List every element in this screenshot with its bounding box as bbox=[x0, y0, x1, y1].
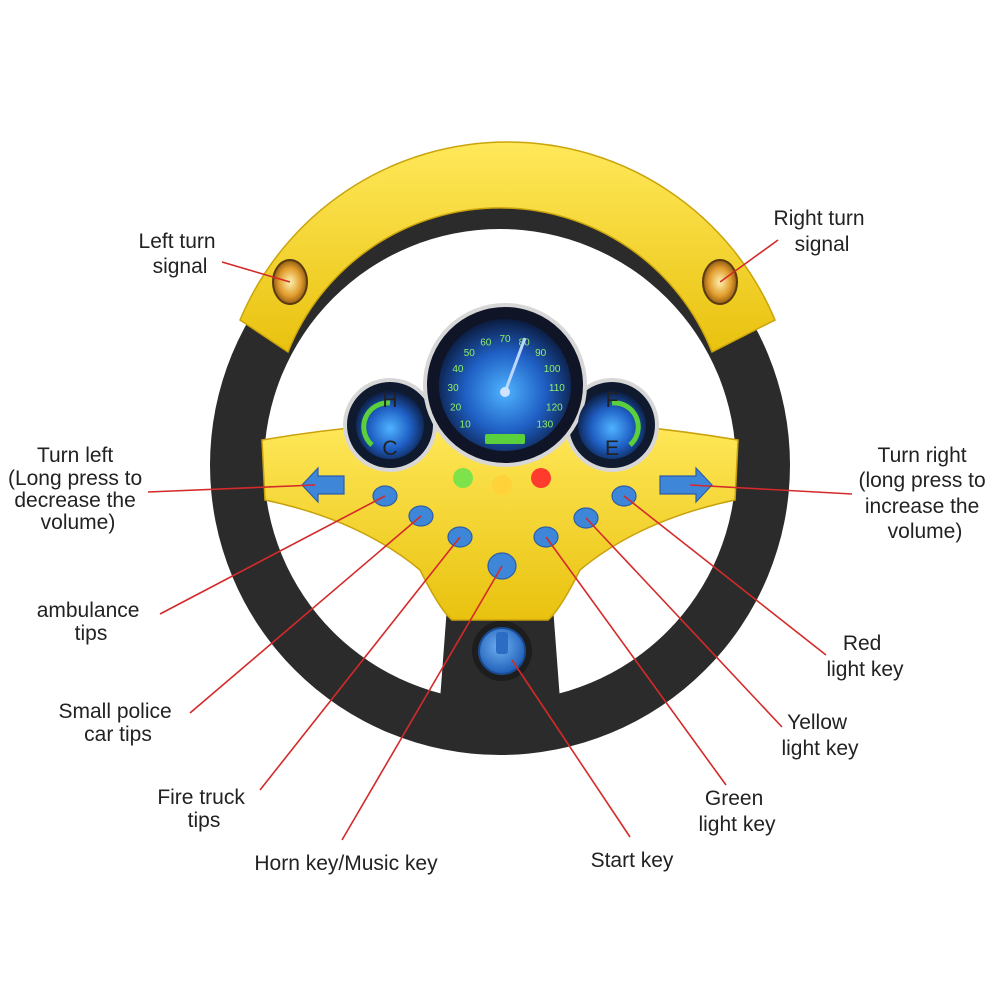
label-green-light: Green light key bbox=[698, 787, 776, 836]
callout-labels: Left turn signal Right turn signal Turn … bbox=[8, 207, 991, 875]
label-left-turn-signal: Left turn signal bbox=[139, 230, 222, 278]
speed-tick-label: 130 bbox=[536, 419, 553, 430]
right-dial-top-label: F bbox=[606, 389, 619, 412]
turn-left-button[interactable] bbox=[301, 466, 345, 504]
label-fire-truck: Fire truck tips bbox=[157, 786, 250, 832]
leader-yellow-light bbox=[585, 517, 783, 728]
yellow-led bbox=[492, 475, 512, 495]
label-start: Start key bbox=[591, 849, 674, 872]
leader-horn bbox=[341, 565, 503, 841]
leader-green-light bbox=[545, 536, 727, 786]
leader-turn-left bbox=[147, 484, 316, 493]
label-ambulance: ambulance tips bbox=[37, 599, 146, 645]
speed-tick-label: 10 bbox=[460, 419, 472, 430]
speed-tick-label: 30 bbox=[448, 383, 460, 394]
speed-needle bbox=[503, 337, 527, 393]
leader-left-turn-signal bbox=[221, 261, 291, 283]
right-dial-bottom-label: E bbox=[605, 437, 619, 460]
speed-tick-label: 120 bbox=[546, 402, 563, 413]
speed-tick-label: 40 bbox=[452, 364, 464, 375]
label-yellow-light: Yellow light key bbox=[781, 711, 859, 760]
speed-tick-label: 70 bbox=[499, 334, 511, 345]
left-dial-bottom-label: C bbox=[382, 437, 397, 460]
red-led bbox=[531, 468, 551, 488]
left-dial-top-label: H bbox=[382, 389, 397, 412]
leader-red-light bbox=[623, 495, 827, 656]
leader-fire-truck bbox=[259, 536, 461, 791]
speedometer-face bbox=[439, 319, 571, 451]
speed-tick-label: 50 bbox=[464, 348, 476, 359]
needle-hub bbox=[500, 387, 510, 397]
turn-right-button[interactable] bbox=[659, 466, 713, 504]
right-dial-arc bbox=[611, 400, 641, 447]
speed-display bbox=[485, 434, 525, 444]
leader-turn-right bbox=[689, 484, 853, 495]
label-small-police: Small police car tips bbox=[58, 700, 177, 746]
label-turn-right: Turn right (long press to increase the v… bbox=[858, 444, 991, 543]
label-red-light: Red light key bbox=[826, 632, 904, 681]
leader-police bbox=[189, 515, 422, 714]
speed-tick-label: 110 bbox=[549, 383, 565, 394]
speed-tick-label: 100 bbox=[544, 364, 561, 375]
speed-tick-label: 60 bbox=[480, 338, 492, 349]
leader-start bbox=[511, 659, 631, 838]
left-dial-arc bbox=[361, 400, 391, 447]
label-horn: Horn key/Music key bbox=[254, 852, 438, 875]
leader-ambulance bbox=[159, 495, 386, 615]
speed-tick-label: 20 bbox=[450, 402, 462, 413]
rim-yellow-top bbox=[239, 141, 776, 354]
leader-lines bbox=[147, 239, 853, 841]
label-right-turn-signal: Right turn signal bbox=[774, 207, 871, 256]
leader-right-turn-signal bbox=[719, 239, 779, 283]
start-key-slot bbox=[496, 632, 508, 654]
green-led bbox=[453, 468, 473, 488]
speed-tick-label: 90 bbox=[535, 348, 547, 359]
label-turn-left: Turn left (Long press to decrease the vo… bbox=[8, 444, 148, 534]
